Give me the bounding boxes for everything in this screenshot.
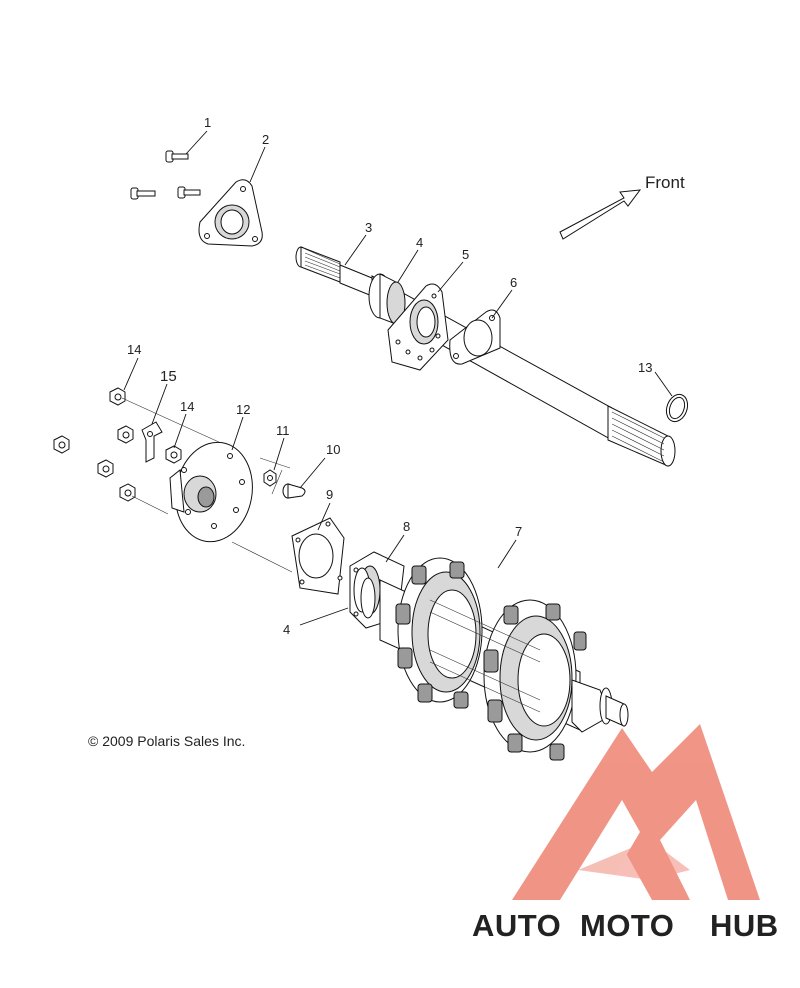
bearing-part-4-lower (360, 577, 376, 619)
leader-lines (123, 130, 673, 626)
callout-1: 1 (204, 115, 211, 130)
callout-2: 2 (262, 132, 269, 147)
drive-sprocket-part-7 (379, 557, 629, 761)
upper-shaft-part-3 (295, 246, 676, 467)
callout-4-lower: 4 (283, 622, 290, 637)
callout-5: 5 (462, 247, 469, 262)
nut-part-14-f (119, 483, 136, 502)
callout-13: 13 (638, 360, 652, 375)
bolt-part-1b (130, 187, 156, 200)
bolt-part-1c (177, 186, 201, 199)
gasket-part-6 (449, 309, 501, 365)
callout-8: 8 (403, 519, 410, 534)
nut-part-14-c (117, 425, 134, 444)
bearing-flange-part-5 (387, 283, 449, 371)
copyright-notice: © 2009 Polaris Sales Inc. (88, 733, 245, 749)
hub-plate-part-12 (169, 441, 253, 543)
watermark-brand-moto: MOTO (580, 908, 674, 943)
assembly-centerlines (121, 397, 293, 573)
bearing-part-4-upper (368, 273, 406, 325)
gasket-plate-part-9 (291, 517, 345, 595)
o-ring-part-13 (665, 393, 689, 423)
pin-part-10 (282, 483, 306, 499)
callout-6: 6 (510, 275, 517, 290)
watermark-brand-auto: AUTO (472, 908, 561, 943)
callout-14-a: 14 (127, 342, 141, 357)
washer-part-11 (263, 469, 277, 487)
callout-15: 15 (160, 368, 177, 385)
callout-9: 9 (326, 487, 333, 502)
bolt-part-1 (165, 150, 189, 163)
callout-12: 12 (236, 402, 250, 417)
callout-3: 3 (365, 220, 372, 235)
callout-7: 7 (515, 524, 522, 539)
nut-part-14-a (109, 387, 126, 406)
bracket-part-15 (141, 421, 163, 463)
watermark-brand-hub: HUB (710, 908, 779, 943)
callout-14-b: 14 (180, 399, 194, 414)
nut-part-14-e (97, 459, 114, 478)
callout-10: 10 (326, 442, 340, 457)
callout-labels: 1 2 3 4 5 6 13 14 15 14 12 11 10 9 8 7 4 (127, 115, 652, 637)
front-direction-arrow (559, 189, 642, 240)
flange-plate-part-2 (198, 179, 263, 247)
nut-part-14-b (53, 435, 70, 454)
callout-4-upper: 4 (416, 235, 423, 250)
callout-11: 11 (276, 423, 290, 438)
watermark-logo-mark (512, 724, 760, 900)
watermark-brand-text: AUTO MOTO HUB (472, 908, 779, 943)
front-label: Front (645, 173, 685, 192)
nut-part-14-d (165, 445, 182, 464)
